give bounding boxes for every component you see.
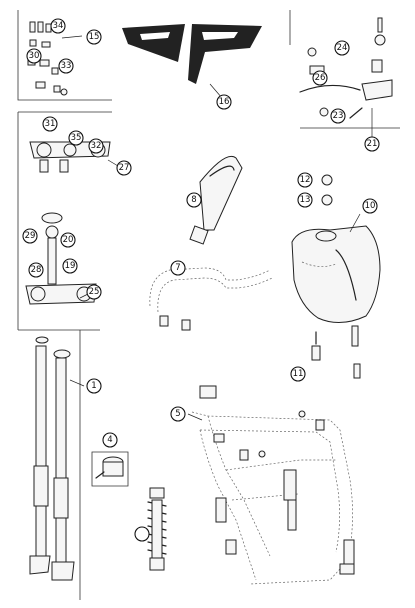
svg-text:10: 10 [365,201,376,211]
svg-text:1: 1 [91,381,96,391]
callout-32: 32 [88,138,104,154]
shroud-decals [122,24,262,99]
svg-text:35: 35 [71,133,82,143]
callout-31: 31 [42,116,58,132]
lever-assembly [299,17,393,138]
callout-25: 25 [86,284,102,300]
callout-11: 11 [290,366,306,382]
callout-12: 12 [297,172,313,188]
callout-30: 30 [26,48,42,64]
svg-text:15: 15 [89,32,100,42]
callout-28: 28 [28,262,44,278]
callout-1: 1 [86,378,102,394]
callout-8: 8 [186,192,202,208]
front-forks [29,336,85,581]
svg-text:24: 24 [337,43,348,53]
callout-21: 21 [364,136,380,152]
callout-16: 16 [216,94,232,110]
svg-text:27: 27 [119,163,130,173]
muffler [189,156,243,245]
svg-text:12: 12 [300,175,311,185]
callout-24: 24 [334,40,350,56]
fuel-tank [291,174,381,379]
callout-27: 27 [116,160,132,176]
svg-text:7: 7 [175,263,180,273]
svg-text:33: 33 [61,61,72,71]
svg-text:29: 29 [25,231,36,241]
rear-shock [147,487,167,571]
lower-triple-clamp [25,212,97,305]
exhaust-pipe [149,267,273,331]
svg-text:8: 8 [191,195,196,205]
callout-7: 7 [170,260,186,276]
callout-15: 15 [86,29,102,45]
callout-34: 34 [50,18,66,34]
callout-19: 19 [62,258,78,274]
svg-text:16: 16 [219,97,230,107]
callout-29: 29 [22,228,38,244]
svg-text:30: 30 [29,51,40,61]
svg-text:34: 34 [53,21,64,31]
svg-text:25: 25 [89,287,100,297]
callout-3 [134,526,150,542]
svg-text:31: 31 [45,119,56,129]
group-borders [17,10,400,600]
callout-35: 35 [68,130,84,146]
upper-triple-clamp [29,141,119,173]
svg-text:20: 20 [63,235,74,245]
breather-valve [311,331,321,361]
callout-20: 20 [60,232,76,248]
callout-23: 23 [330,108,346,124]
svg-text:11: 11 [293,369,304,379]
frame [187,385,355,585]
svg-text:21: 21 [367,139,378,149]
callout-10: 10 [362,198,378,214]
svg-text:13: 13 [300,195,311,205]
callout-5: 5 [170,406,186,422]
cap-part [91,451,129,487]
svg-text:5: 5 [175,409,180,419]
svg-text:28: 28 [31,265,42,275]
svg-text:32: 32 [91,141,102,151]
svg-text:4: 4 [107,435,112,445]
callout-26: 26 [312,70,328,86]
svg-text:19: 19 [65,261,76,271]
callout-4: 4 [102,432,118,448]
svg-text:26: 26 [315,73,326,83]
callout-33: 33 [58,58,74,74]
svg-text:23: 23 [333,111,344,121]
callout-13: 13 [297,192,313,208]
